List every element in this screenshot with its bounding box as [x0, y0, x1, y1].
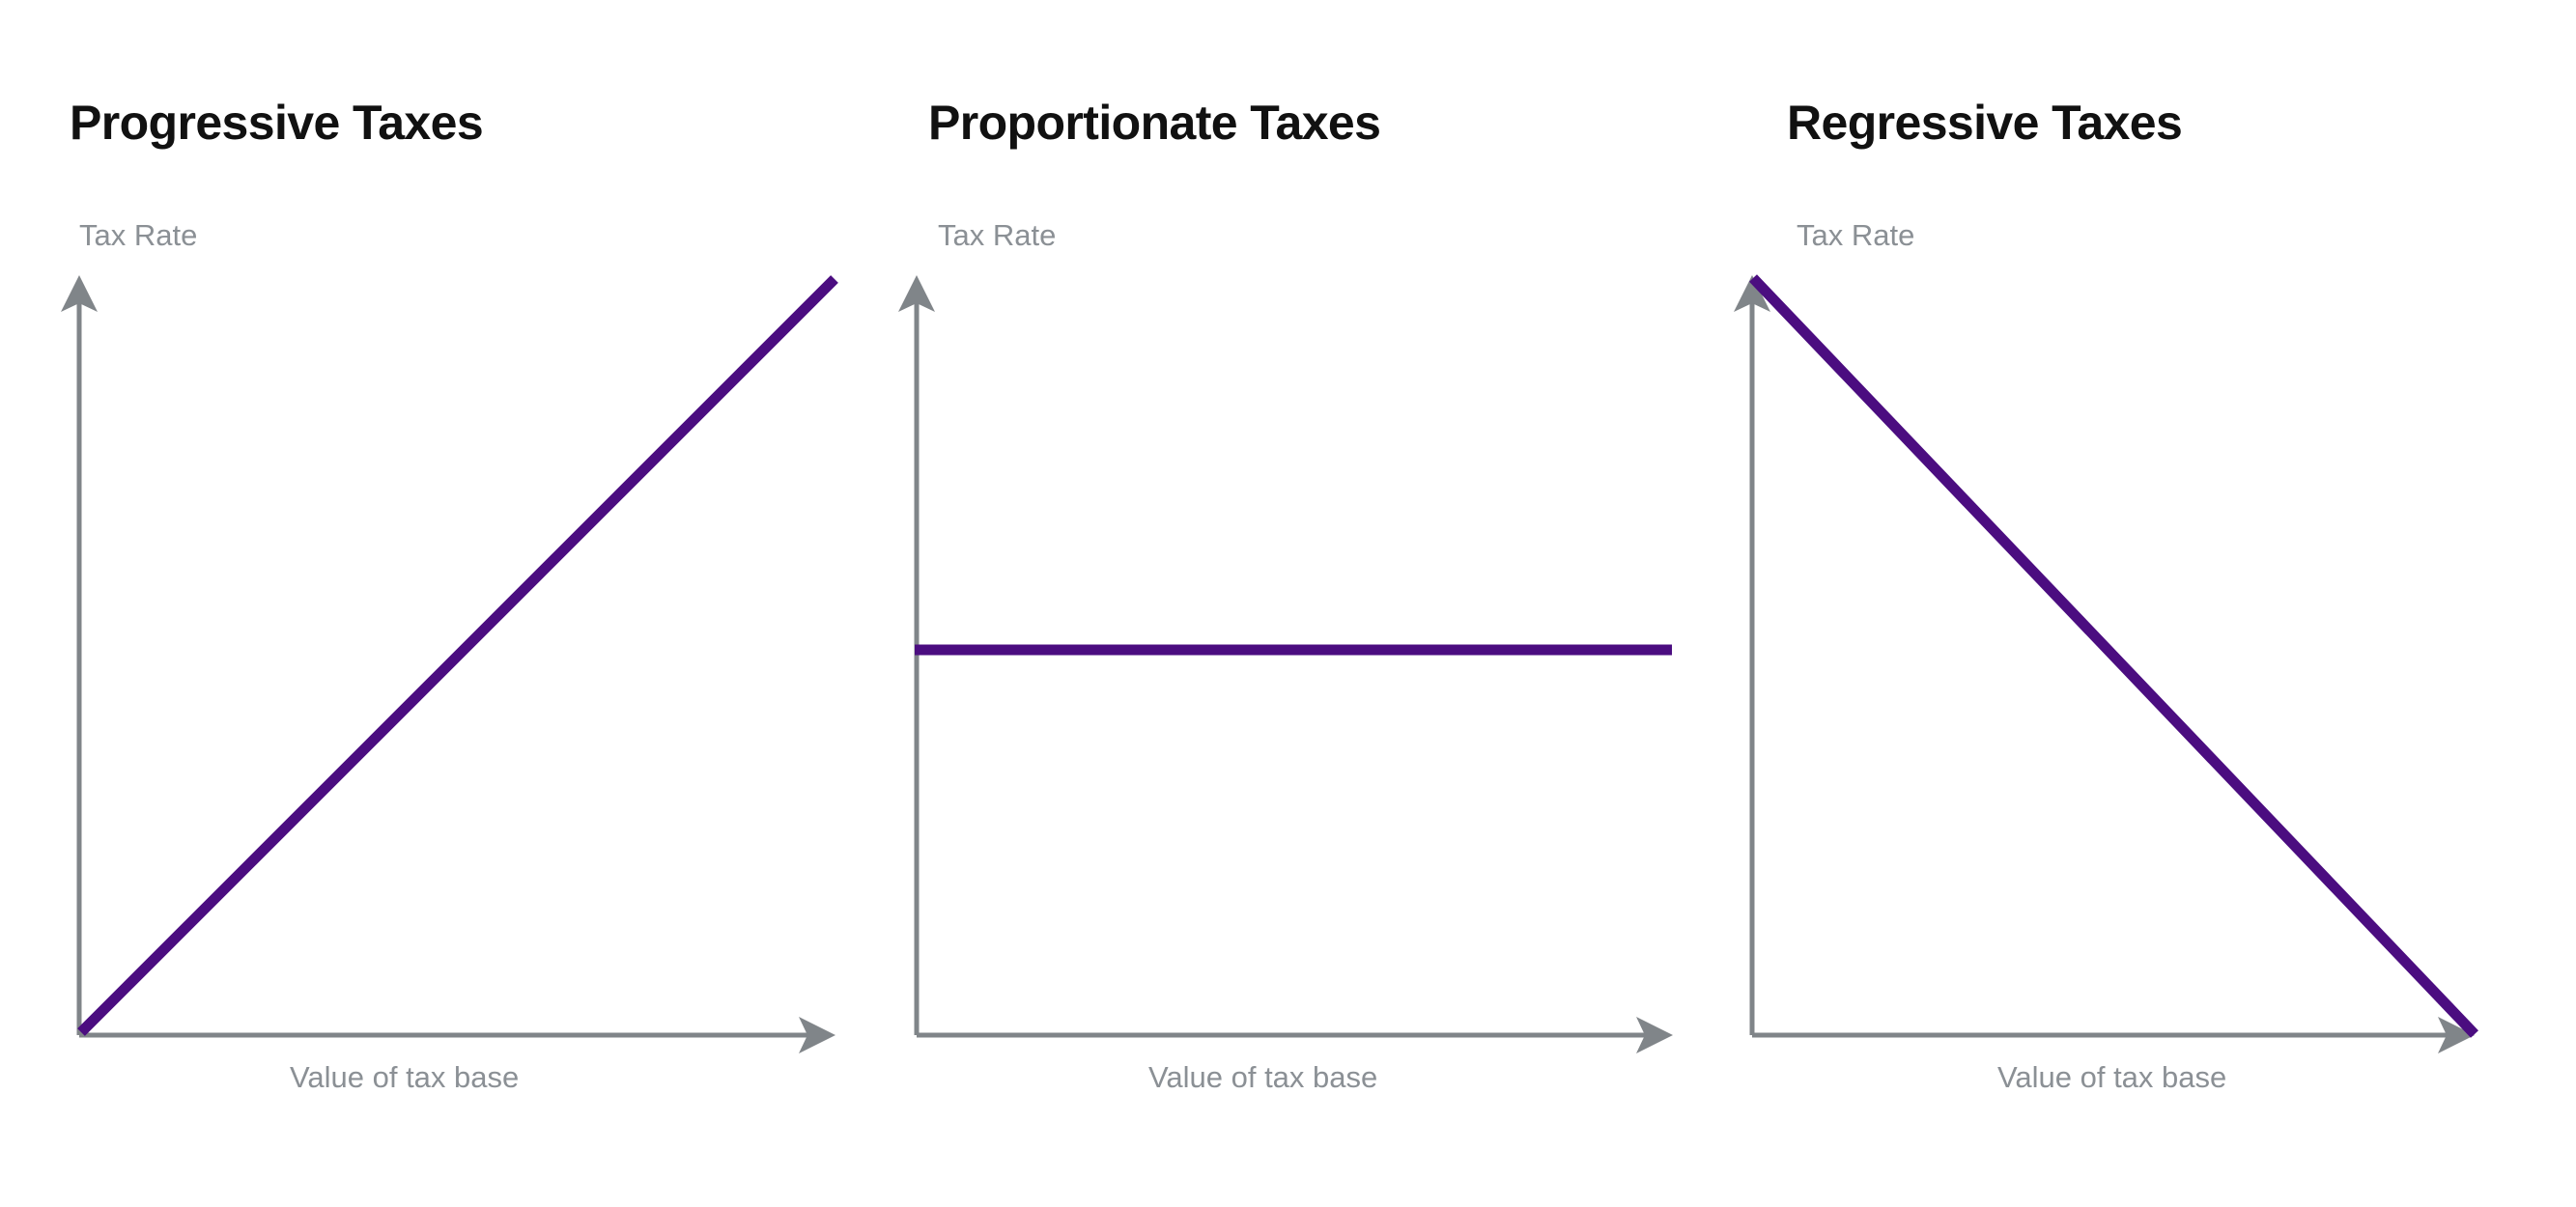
- data-line-regressive: [1749, 274, 2478, 1038]
- y-axis-arrow-icon-proportionate: [898, 275, 935, 312]
- x-axis-arrow-icon-proportionate: [1636, 1017, 1673, 1053]
- x-axis-arrow-icon-regressive: [2438, 1017, 2475, 1053]
- y-axis-label-proportionate: Tax Rate: [938, 218, 1057, 252]
- chart-title-progressive: Progressive Taxes: [70, 96, 484, 150]
- chart-panel-progressive: Progressive Taxes Tax Rate Value of tax …: [0, 0, 859, 1207]
- plot-area-proportionate: [898, 275, 1673, 1053]
- x-axis-label-progressive: Value of tax base: [290, 1060, 520, 1094]
- chart-title-proportionate: Proportionate Taxes: [928, 96, 1381, 150]
- chart-panel-proportionate: Proportionate Taxes Tax Rate Value of ta…: [859, 0, 1717, 1207]
- x-axis-label-proportionate: Value of tax base: [1148, 1060, 1378, 1094]
- y-axis-arrow-icon-progressive: [61, 275, 98, 312]
- data-line-progressive: [77, 275, 838, 1036]
- x-axis-arrow-icon-progressive: [799, 1017, 835, 1053]
- y-axis-label-regressive: Tax Rate: [1797, 218, 1915, 252]
- x-axis-label-regressive: Value of tax base: [1997, 1060, 2227, 1094]
- y-axis-label-progressive: Tax Rate: [79, 218, 198, 252]
- plot-area-regressive: [1734, 274, 2478, 1053]
- chart-panel-regressive: Regressive Taxes Tax Rate Value of tax b…: [1717, 0, 2576, 1207]
- chart-title-regressive: Regressive Taxes: [1787, 96, 2183, 150]
- plot-area-progressive: [61, 275, 838, 1053]
- y-axis-arrow-icon-regressive: [1734, 275, 1770, 312]
